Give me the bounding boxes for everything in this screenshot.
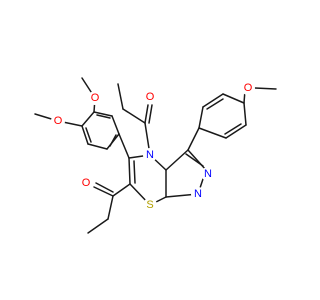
atom-o_ome_aryl: O — [244, 82, 253, 94]
bond-network — [34, 77, 277, 234]
atom-o_ketone_left: O — [82, 177, 91, 189]
atom-bg-o_ome_left — [51, 114, 65, 128]
atom-bg-o_ketone_top — [143, 90, 157, 104]
atom-bg-o_ketone_left — [79, 176, 93, 190]
atom-bg-n_triazole_b — [191, 187, 205, 201]
atom-n_triazole_a: N — [204, 168, 212, 180]
atom-n_triazole_b: N — [194, 188, 202, 200]
atom-bg-o_ome_top — [88, 91, 102, 105]
atom-bg-n_triazole_a — [201, 167, 215, 181]
atom-s_thiadiazine: S — [146, 199, 153, 211]
atom-bg-n_ring — [143, 148, 157, 162]
atom-o_ketone_top: O — [146, 91, 155, 103]
atom-n_ring: N — [146, 149, 154, 161]
atom-o_ome_left: O — [54, 115, 63, 127]
atom-o_ome_top: O — [91, 92, 100, 104]
atom-bg-s_thiadiazine — [143, 198, 157, 212]
atom-bg-o_ome_aryl — [241, 81, 255, 95]
